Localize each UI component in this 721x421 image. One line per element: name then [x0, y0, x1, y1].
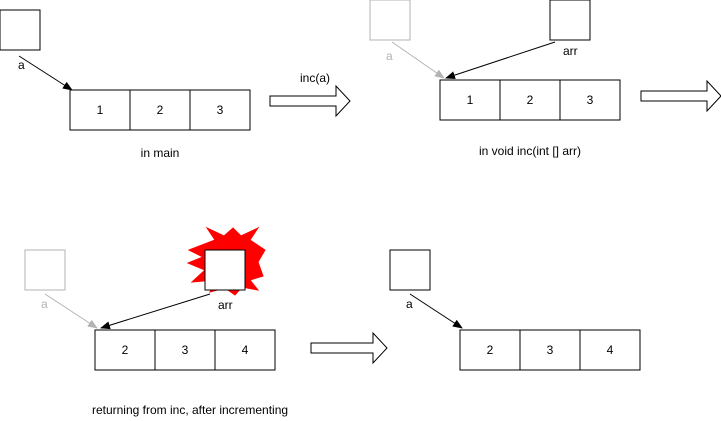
reference-arrow-arr [100, 293, 211, 330]
variable-box-a-faded [24, 249, 66, 291]
array-2-3-4: 2 3 4 [94, 329, 276, 371]
block-arrow-icon [310, 331, 388, 365]
array-cell-value: 3 [217, 103, 224, 117]
array-cell-value: 3 [587, 93, 594, 107]
reference-arrow-a [18, 55, 73, 91]
block-arrow-icon [640, 79, 721, 113]
parameter-box-arr [549, 0, 591, 41]
array-cell-value: 2 [157, 103, 164, 117]
reference-arrow-a [409, 293, 463, 329]
array-cell [94, 329, 156, 371]
panel-final: a 2 3 4 [389, 249, 641, 371]
array-cell-value: 3 [182, 343, 189, 357]
array-cell-value: 1 [97, 103, 104, 117]
variable-label-a: a [18, 58, 25, 72]
variable-box-a-faded [369, 0, 411, 41]
block-arrow-icon [269, 84, 351, 118]
caption-returning: returning from inc, after incrementing [92, 403, 288, 417]
variable-label-a-faded: a [386, 49, 393, 63]
reference-arrow-a-faded [44, 293, 98, 329]
call-label: inc(a) [300, 71, 330, 85]
array-1-2-3: 1 2 3 [439, 79, 621, 121]
array-cell-value: 4 [242, 343, 249, 357]
variable-box-a [389, 249, 431, 291]
array-cell [559, 79, 621, 121]
panel-in-inc: a arr 1 2 3 in void inc(int [] arr) [369, 0, 621, 158]
array-cell [579, 329, 641, 371]
array-cell-value: 3 [547, 343, 554, 357]
variable-label-a-faded: a [41, 297, 48, 311]
array-cell-value: 4 [607, 343, 614, 357]
array-cell [129, 89, 191, 131]
array-2-3-4: 2 3 4 [459, 329, 641, 371]
array-cell-value: 2 [487, 343, 494, 357]
variable-box-a [0, 9, 41, 51]
array-cell [459, 329, 521, 371]
array-1-2-3: 1 2 3 [69, 89, 251, 131]
array-cell [499, 79, 561, 121]
reference-arrow-a-faded [391, 41, 445, 79]
array-cell [69, 89, 131, 131]
caption-in-main: in main [141, 146, 180, 160]
parameter-box-arr [204, 249, 246, 291]
panel-in-main: a 1 2 3 in main [0, 9, 251, 160]
array-cell-value: 1 [467, 93, 474, 107]
array-cell-value: 2 [527, 93, 534, 107]
variable-label-a: a [406, 297, 413, 311]
array-cell [214, 329, 276, 371]
reference-arrow-arr [445, 41, 556, 79]
parameter-label-arr: arr [218, 298, 233, 312]
array-cell [189, 89, 251, 131]
parameter-label-arr: arr [563, 44, 578, 58]
caption-in-inc: in void inc(int [] arr) [479, 144, 581, 158]
array-cell-value: 2 [122, 343, 129, 357]
transition-arrow-call: inc(a) [269, 71, 351, 118]
panel-returning: a arr 2 3 4 returning from inc, after in… [24, 226, 288, 417]
